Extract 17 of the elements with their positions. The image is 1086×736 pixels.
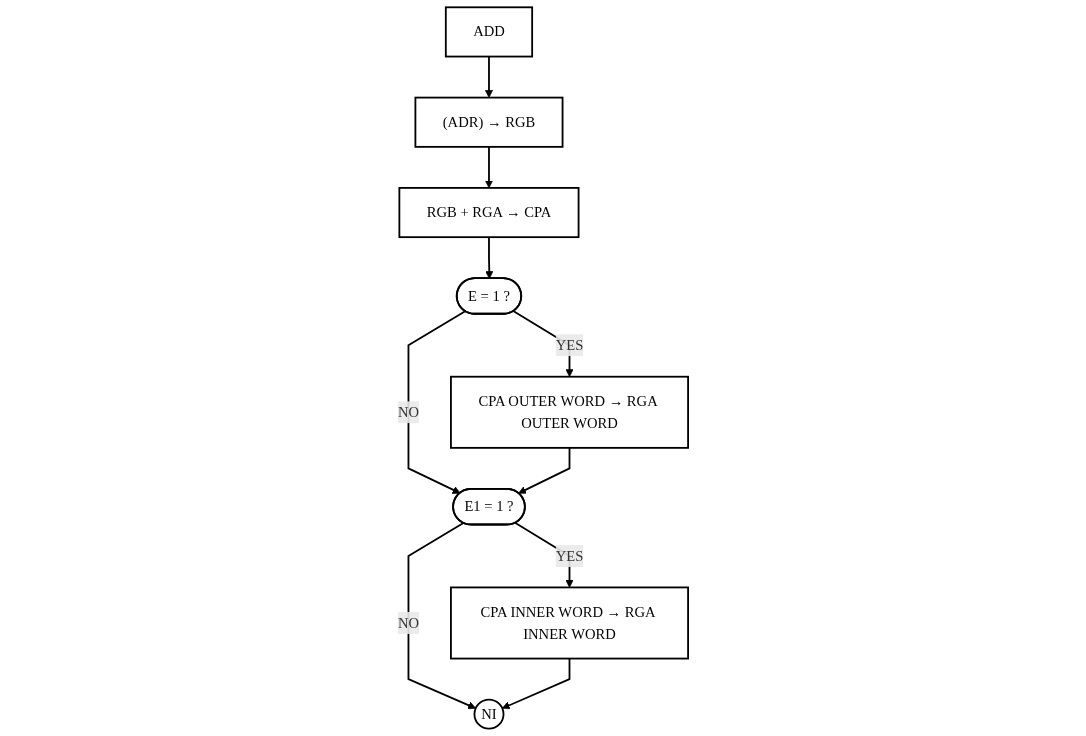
- node-box: RGB + RGA → CPA: [398, 187, 580, 239]
- edge-label: YES: [555, 547, 584, 564]
- node-box: ADD: [444, 6, 534, 58]
- arrow: [518, 446, 571, 494]
- edge-label: NO: [397, 404, 419, 420]
- arrow: [407, 310, 467, 494]
- node-circle: NI: [473, 698, 505, 730]
- node-box: CPA INNER WORD → RGA INNER WORD: [450, 586, 689, 660]
- arrow: [484, 55, 493, 98]
- arrow: [484, 145, 493, 189]
- arrow: [407, 522, 476, 710]
- node-box: (ADR) → RGB: [414, 96, 564, 148]
- edge-label: YES: [555, 337, 584, 353]
- node-box: CPA OUTER WORD → RGA OUTER WORD: [450, 375, 689, 449]
- arrow: [501, 657, 571, 710]
- edge-label: NO: [397, 614, 419, 631]
- arrow: [485, 236, 494, 279]
